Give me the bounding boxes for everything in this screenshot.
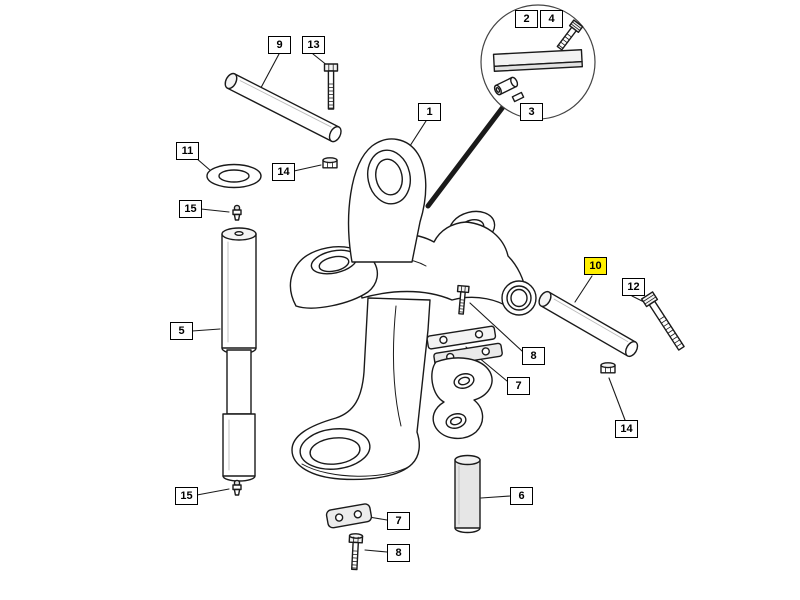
cylinder-6 [454, 454, 481, 534]
callout-9[interactable]: 9 [268, 36, 291, 54]
pin-9 [224, 72, 342, 143]
callout-4[interactable]: 4 [540, 10, 563, 28]
bush-3 [493, 76, 519, 96]
callout-8-bottom[interactable]: 8 [387, 544, 410, 562]
callout-7-bottom[interactable]: 7 [387, 512, 410, 530]
detail-leader-line [425, 104, 506, 209]
bolt-8-bottom [348, 533, 364, 571]
bracket-body-1 [289, 138, 537, 481]
nut-14-left [322, 157, 338, 169]
pin-3b [511, 91, 525, 103]
detail-circle [480, 4, 596, 120]
callout-13[interactable]: 13 [302, 36, 325, 54]
callout-6[interactable]: 6 [510, 487, 533, 505]
callout-8-mid[interactable]: 8 [522, 347, 545, 365]
plate-7-bottom [325, 503, 373, 529]
pin-5 [221, 227, 257, 482]
callout-14-left[interactable]: 14 [272, 163, 295, 181]
bolt-8-mid [456, 284, 470, 315]
callout-2[interactable]: 2 [515, 10, 538, 28]
grease-fitting-15-bottom [232, 479, 242, 496]
ring-11 [206, 163, 262, 189]
callout-5[interactable]: 5 [170, 322, 193, 340]
grease-fitting-15-top [232, 204, 242, 221]
callout-3[interactable]: 3 [520, 103, 543, 121]
bolt-13 [323, 63, 339, 110]
callout-12[interactable]: 12 [622, 278, 645, 296]
link-lugs [431, 357, 493, 439]
pin-10 [538, 290, 639, 358]
bolt-4 [556, 19, 584, 51]
callout-15-top[interactable]: 15 [179, 200, 202, 218]
callout-11[interactable]: 11 [176, 142, 199, 160]
bolt-12 [640, 291, 685, 351]
nut-14-right [600, 362, 616, 374]
callout-10-highlighted[interactable]: 10 [584, 257, 607, 275]
callout-15-bottom[interactable]: 15 [175, 487, 198, 505]
callout-7-mid[interactable]: 7 [507, 377, 530, 395]
callout-14-right[interactable]: 14 [615, 420, 638, 438]
callout-1[interactable]: 1 [418, 103, 441, 121]
